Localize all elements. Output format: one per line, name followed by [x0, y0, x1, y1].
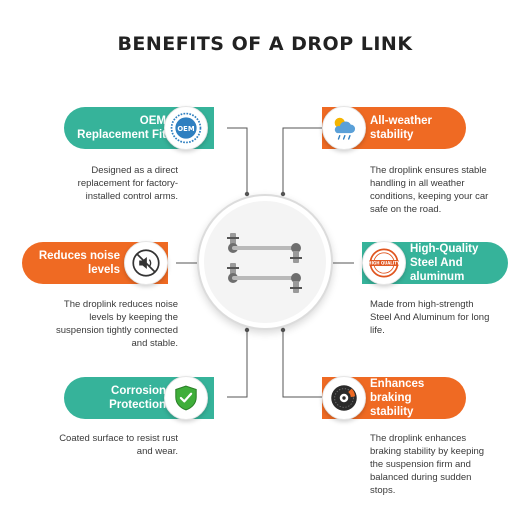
benefit-weather-label-line1: All-weather — [370, 115, 432, 127]
benefit-braking-label-line2: braking — [370, 392, 412, 404]
benefit-braking-label-line3: stability — [370, 406, 414, 418]
description-line: and wear. — [136, 446, 178, 457]
description-line: Designed as a direct — [91, 165, 178, 176]
benefit-noise-label-line1: Reduces noise — [38, 250, 120, 262]
benefit-weather-description: The droplink ensures stable handling in … — [370, 164, 520, 216]
description-line: suspension tightly connected — [56, 325, 178, 336]
benefit-quality-label-line1: High-Quality — [410, 243, 479, 255]
description-line: braking stability by keeping — [370, 446, 485, 457]
brake-disc-icon — [322, 376, 366, 420]
benefit-corrosion-label-line2: Protection — [109, 399, 166, 411]
benefit-quality-label-line3: aluminum — [410, 271, 465, 283]
benefit-weather-label-line2: stability — [370, 129, 414, 141]
oem-seal-icon: OEM — [164, 106, 208, 150]
description-line: The droplink ensures stable — [370, 165, 487, 176]
benefit-corrosion-label-line1: Corrosion — [111, 385, 166, 397]
benefit-quality-description: Made from high-strength Steel And Alumin… — [370, 298, 520, 337]
description-line: handling in all weather — [370, 178, 465, 189]
shield-check-icon — [164, 376, 208, 420]
benefit-noise-label-line2: levels — [88, 264, 120, 276]
description-line: replacement for factory- — [77, 178, 178, 189]
quality-badge-text: HIGH QUALITY — [368, 261, 400, 266]
quality-stamp-icon: HIGH QUALITY — [362, 241, 406, 285]
description-line: conditions, keeping your car — [370, 191, 489, 202]
description-line: life. — [370, 325, 385, 336]
description-line: Steel And Aluminum for long — [370, 312, 490, 323]
noise-off-icon — [124, 241, 168, 285]
description-line: Made from high-strength — [370, 299, 474, 310]
drop-link-icon — [227, 233, 302, 293]
benefit-oem-label-line1: OEM — [139, 115, 166, 127]
benefit-braking-description: The droplink enhances braking stability … — [370, 432, 520, 497]
weather-icon — [322, 106, 366, 150]
description-line: The droplink reduces noise — [63, 299, 178, 310]
description-line: levels by keeping the — [89, 312, 178, 323]
benefit-corrosion-description: Coated surface to resist rust and wear. — [28, 432, 178, 458]
benefit-oem-description: Designed as a direct replacement for fac… — [44, 164, 178, 203]
description-line: stops. — [370, 485, 396, 496]
description-line: balanced during sudden — [370, 472, 472, 483]
center-product-hub — [197, 194, 333, 330]
description-line: installed control arms. — [85, 191, 178, 202]
description-line: Coated surface to resist rust — [59, 433, 178, 444]
benefit-noise-description: The droplink reduces noise levels by kee… — [28, 298, 178, 350]
description-line: The droplink enhances — [370, 433, 467, 444]
benefit-braking-label-line1: Enhances — [370, 378, 425, 390]
description-line: and stable. — [131, 338, 178, 349]
page-title: BENEFITS OF A DROP LINK — [117, 33, 413, 55]
benefit-quality-label-line2: Steel And — [410, 257, 463, 269]
description-line: the suspension firm and — [370, 459, 471, 470]
description-line: safe on the road. — [370, 204, 442, 215]
benefit-oem-label-line2: Replacement Fit — [77, 129, 166, 141]
oem-badge-text: OEM — [177, 125, 194, 133]
